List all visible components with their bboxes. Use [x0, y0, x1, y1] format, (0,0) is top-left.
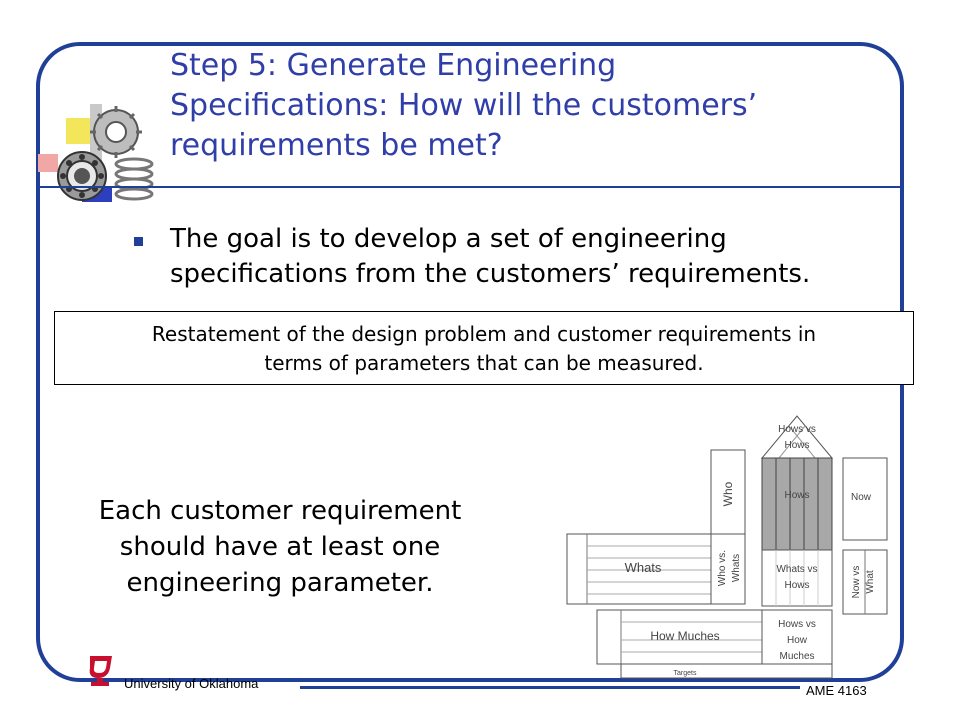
- note-line: should have at least one: [119, 532, 441, 562]
- title-line: requirements be met?: [170, 128, 503, 163]
- hows-vs-how-muches-label-3: Muches: [779, 651, 814, 662]
- hows-vs-how-muches-label-2: How: [787, 635, 808, 646]
- whats-vs-hows-label-1: Whats vs: [776, 564, 817, 575]
- now-vs-what-block: Now vs What: [842, 549, 888, 615]
- title-divider: [40, 186, 904, 188]
- hows-vs-how-muches-label-1: Hows vs: [778, 619, 816, 630]
- title-line: Step 5: Generate Engineering: [170, 48, 617, 83]
- who-vs-whats-label-1: Who vs.: [717, 550, 728, 586]
- footer-course: AME 4163: [806, 683, 867, 698]
- house-of-quality-diagram: Hows vs Hows Who Hows Now Whats Who vs. …: [566, 415, 888, 679]
- now-label: Now: [851, 492, 872, 503]
- roof-label-1: Hows vs: [778, 424, 816, 435]
- definition-line: Restatement of the design problem and cu…: [151, 322, 817, 346]
- how-muches-label: How Muches: [650, 629, 719, 643]
- hows-label: Hows: [784, 490, 809, 501]
- roof-label-2: Hows: [784, 440, 809, 451]
- now-vs-what-label-1: Now vs: [851, 566, 862, 599]
- hows-block: Hows: [761, 457, 833, 551]
- whats-vs-hows-label-2: Hows: [784, 580, 809, 591]
- how-muches-block: How Muches: [596, 609, 763, 665]
- bullet-text: The goal is to develop a set of engineer…: [170, 224, 811, 289]
- now-vs-what-label-2: What: [865, 570, 876, 594]
- who-vs-whats-label-2: Whats: [731, 554, 742, 582]
- requirement-note: Each customer requirement should have at…: [70, 493, 490, 601]
- whats-label: Whats: [625, 560, 662, 575]
- definition-box: Restatement of the design problem and cu…: [54, 311, 914, 385]
- now-block: Now: [842, 457, 888, 541]
- title-line: Specifications: How will the customers’: [170, 88, 758, 123]
- whats-block: Whats: [566, 533, 712, 605]
- slide-title: Step 5: Generate Engineering Specificati…: [170, 46, 870, 166]
- who-vs-whats-block: Who vs. Whats: [710, 533, 746, 605]
- roof-hows-vs-hows: Hows vs Hows: [760, 415, 834, 459]
- footer-organization: University of Oklahoma: [124, 676, 259, 691]
- targets-label: Targets: [674, 670, 697, 677]
- whats-vs-hows-block: Whats vs Hows: [761, 549, 833, 607]
- note-line: engineering parameter.: [126, 568, 434, 598]
- who-label: Who: [721, 481, 735, 506]
- targets-block: Targets: [620, 663, 833, 679]
- footer-divider: [300, 686, 800, 689]
- definition-line: terms of parameters that can be measured…: [264, 351, 704, 375]
- gear-bearing-spring-clipart: [38, 104, 154, 202]
- who-block: Who: [710, 449, 746, 541]
- note-line: Each customer requirement: [98, 496, 462, 526]
- hows-vs-how-muches-block: Hows vs How Muches: [761, 609, 833, 665]
- bullet-marker-icon: [134, 237, 143, 246]
- ou-logo-icon: [89, 656, 112, 686]
